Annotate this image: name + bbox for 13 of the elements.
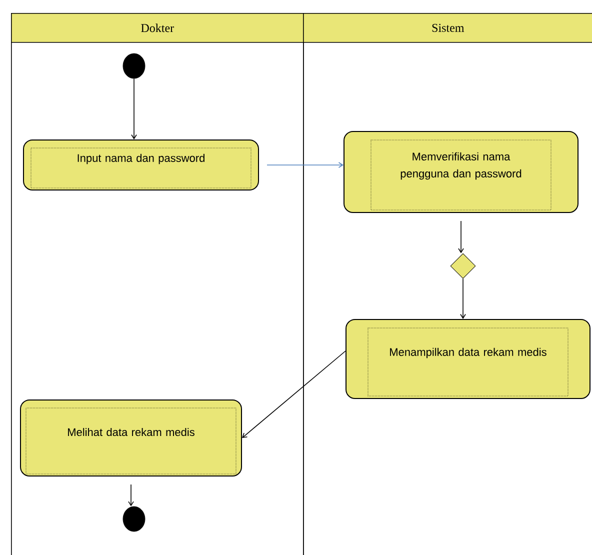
arrow — [131, 78, 137, 140]
activity-box: Melihat data rekam medis — [20, 400, 242, 476]
activity-box: Input nama dan password — [23, 140, 259, 190]
activity-box: Menampilkan data rekam medis — [346, 319, 590, 399]
arrow — [242, 350, 346, 438]
arrow — [128, 484, 134, 506]
end-node — [122, 506, 146, 532]
decision-diamond — [450, 253, 476, 279]
activity-box: Memverifikasi nama pengguna dan password — [344, 131, 578, 213]
start-node — [122, 53, 146, 79]
arrow — [266, 162, 344, 168]
arrow — [458, 220, 464, 254]
arrow — [460, 278, 466, 319]
